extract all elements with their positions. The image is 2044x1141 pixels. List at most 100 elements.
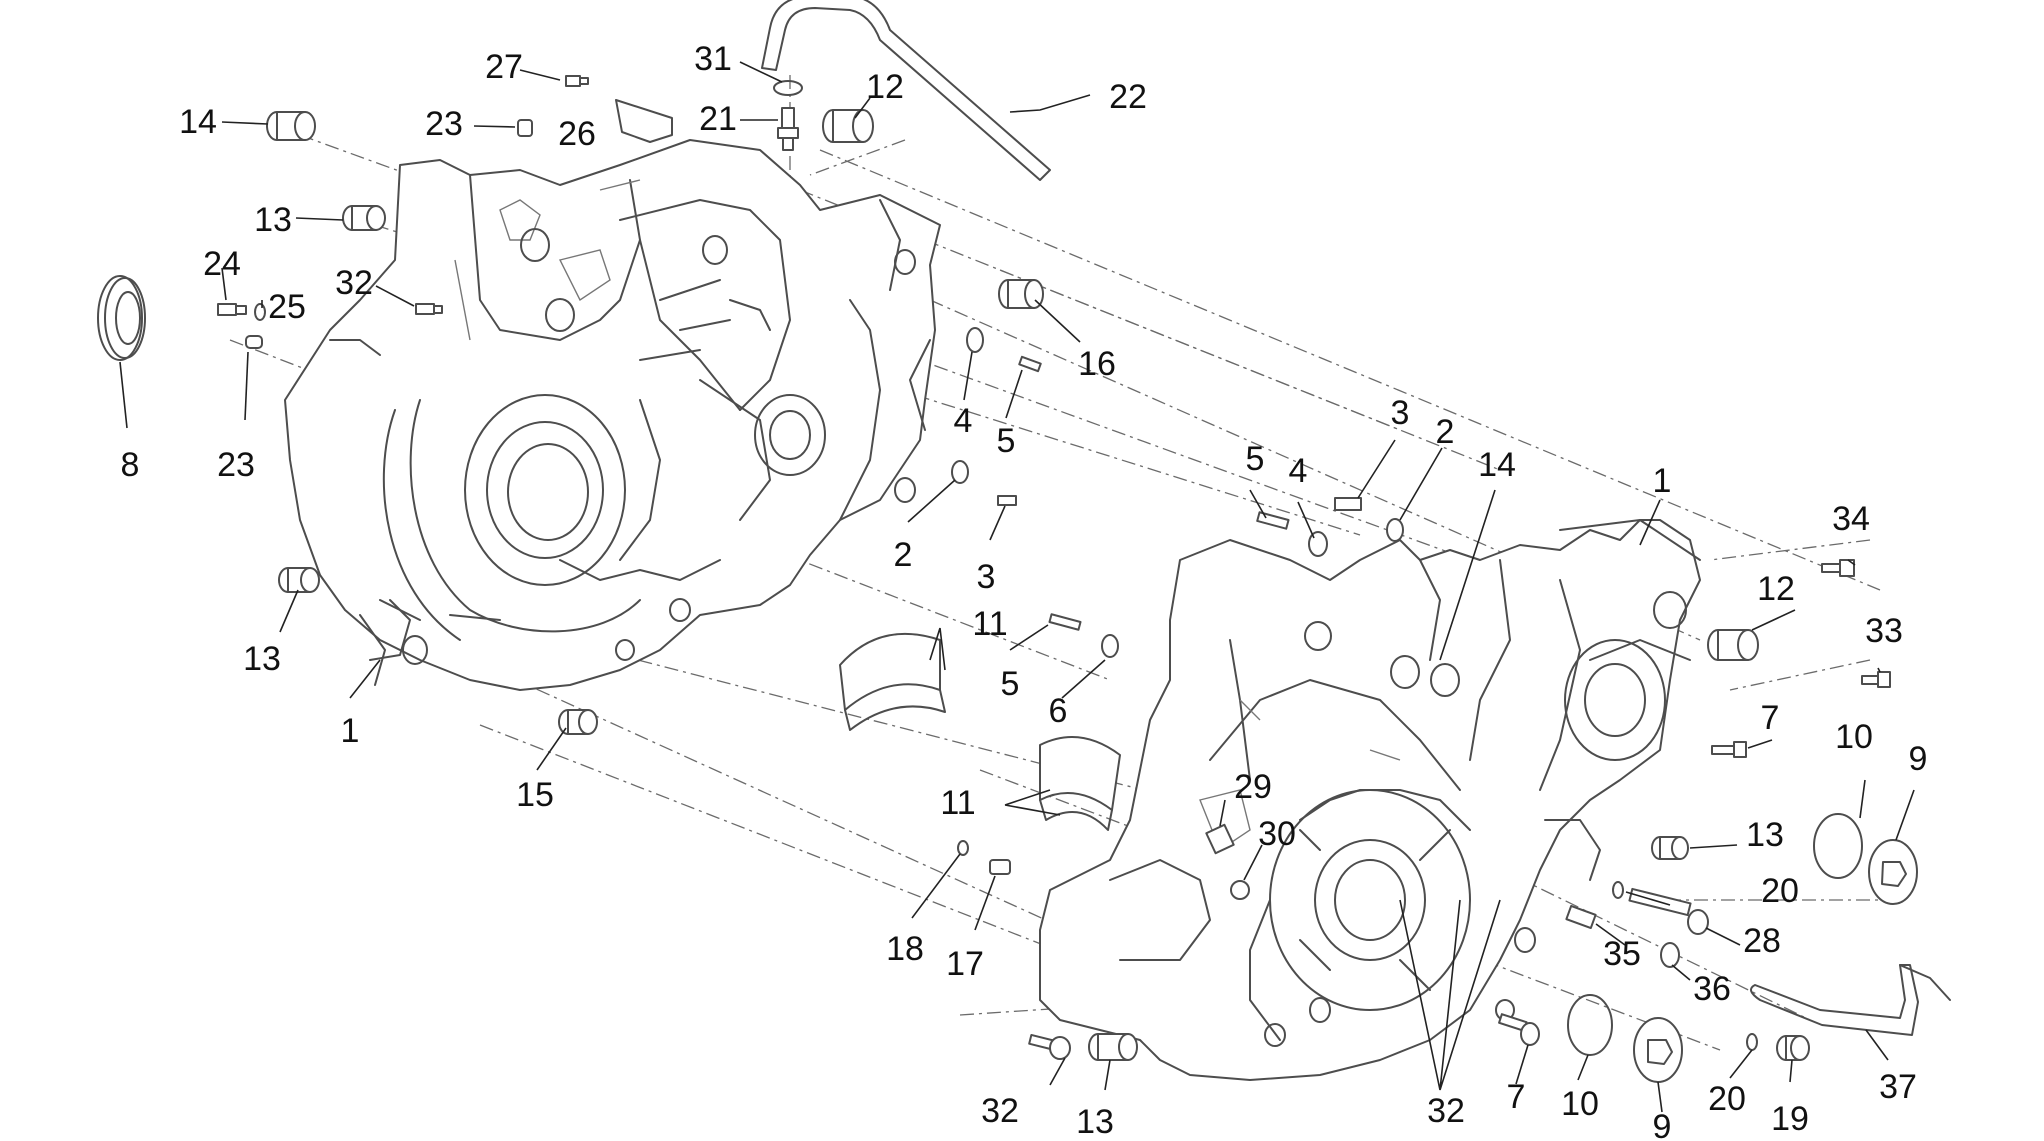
part-13-plug-right — [1651, 836, 1689, 860]
callout-10: 10 — [1561, 1085, 1599, 1123]
part-20-ring-upper — [1612, 881, 1624, 899]
part-33-bolt — [1861, 671, 1891, 688]
part-13-plug-lower — [278, 567, 320, 593]
callout-10: 10 — [1835, 718, 1873, 756]
callout-28: 28 — [1743, 922, 1781, 960]
callout-13: 13 — [1076, 1103, 1114, 1141]
callout-11: 11 — [940, 784, 975, 822]
part-3-bolt-right — [1334, 497, 1362, 511]
callout-22: 22 — [1109, 78, 1147, 116]
part-9-plug-cap-right — [1868, 839, 1918, 905]
callout-26: 26 — [558, 115, 596, 153]
callout-9: 9 — [1653, 1108, 1672, 1141]
part-26-clip — [615, 99, 673, 143]
part-36-cap — [1660, 942, 1680, 968]
callout-5: 5 — [1246, 440, 1265, 478]
part-13-plug-bottom — [1088, 1033, 1138, 1061]
part-10-o-ring-right — [1813, 813, 1863, 879]
callout-18: 18 — [886, 930, 924, 968]
part-7-bolt-bottom — [1498, 1013, 1540, 1046]
callout-25: 25 — [268, 288, 306, 326]
part-16-bushing — [998, 279, 1044, 309]
callout-7: 7 — [1761, 699, 1780, 737]
part-17-dowel — [989, 859, 1011, 875]
callout-37: 37 — [1879, 1068, 1917, 1106]
callout-5: 5 — [1001, 665, 1020, 703]
part-5-bolt-left — [1018, 355, 1042, 373]
part-9-plug-cap-bottom — [1633, 1017, 1683, 1083]
callout-21: 21 — [699, 100, 737, 138]
leader-lines — [119, 61, 1915, 1113]
part-14-plug — [266, 111, 316, 141]
callout-labels: 14 27 23 26 31 21 12 22 13 24 25 32 8 23… — [121, 40, 1928, 1141]
callout-1: 1 — [1653, 462, 1672, 500]
callout-14: 14 — [1478, 446, 1516, 484]
callout-32: 32 — [335, 264, 373, 302]
callout-20: 20 — [1761, 872, 1799, 910]
callout-16: 16 — [1078, 345, 1116, 383]
part-37-hose — [1750, 964, 1951, 1036]
part-32-bolt-top — [415, 303, 443, 315]
part-31-hose-clamp — [773, 80, 803, 96]
callout-34: 34 — [1832, 500, 1870, 538]
part-10-o-ring-bottom — [1567, 994, 1613, 1056]
callout-33: 33 — [1865, 612, 1903, 650]
callout-32: 32 — [981, 1092, 1019, 1130]
callout-1: 1 — [341, 712, 360, 750]
callout-24: 24 — [203, 245, 241, 283]
part-24-bolt — [217, 303, 247, 316]
callout-4: 4 — [954, 402, 973, 440]
part-34-bolt — [1821, 559, 1855, 577]
callout-32: 32 — [1427, 1092, 1465, 1130]
callout-17: 17 — [946, 945, 984, 983]
part-32-bolt-bottom — [1028, 1033, 1071, 1060]
part-23-dowel-left — [245, 335, 263, 349]
part-13-plug-top — [342, 205, 386, 231]
callout-20: 20 — [1708, 1080, 1746, 1118]
callout-19: 19 — [1771, 1100, 1809, 1138]
callout-14: 14 — [179, 103, 217, 141]
part-4-washer-left — [966, 327, 984, 353]
part-5-bolt-middle — [1048, 613, 1082, 631]
part-22-breather-hose — [761, 0, 1051, 181]
part-29-fitting — [1205, 823, 1235, 855]
part-21-breather-fitting — [777, 107, 799, 151]
part-35-fitting — [1565, 904, 1597, 930]
callout-13: 13 — [243, 640, 281, 678]
part-8-oil-seal — [97, 275, 146, 361]
part-7-bolt-right — [1711, 741, 1747, 758]
part-12-plug-right — [1707, 629, 1759, 661]
callout-6: 6 — [1049, 692, 1068, 730]
right-crankcase-half — [1039, 519, 1701, 1081]
part-18-ring — [957, 840, 969, 856]
callout-12: 12 — [866, 68, 904, 106]
callout-3: 3 — [977, 558, 996, 596]
part-6-washer — [1101, 634, 1119, 658]
part-11-bearing-shell-lower — [1039, 736, 1121, 831]
callout-30: 30 — [1258, 815, 1296, 853]
callout-29: 29 — [1234, 768, 1272, 806]
callout-8: 8 — [121, 446, 140, 484]
callout-9: 9 — [1909, 740, 1928, 778]
callout-4: 4 — [1289, 452, 1308, 490]
part-25-ring — [254, 303, 266, 321]
part-12-plug-top — [822, 109, 874, 143]
part-4-washer-right — [1308, 531, 1328, 557]
callout-11: 11 — [972, 605, 1007, 643]
part-2-washer-left — [951, 460, 969, 484]
callout-3: 3 — [1391, 394, 1410, 432]
callout-2: 2 — [1436, 413, 1455, 451]
part-19-plug — [1776, 1035, 1810, 1061]
part-20-ring-lower — [1746, 1033, 1758, 1051]
part-11-bearing-shell-upper — [839, 632, 946, 731]
parts — [97, 0, 1951, 1083]
callout-23: 23 — [217, 446, 255, 484]
callout-7: 7 — [1507, 1078, 1526, 1116]
callout-15: 15 — [516, 776, 554, 814]
part-3-bolt-left — [997, 495, 1017, 506]
callout-13: 13 — [254, 201, 292, 239]
callout-31: 31 — [694, 40, 732, 78]
callout-23: 23 — [425, 105, 463, 143]
callout-12: 12 — [1757, 570, 1795, 608]
part-23-dowel-top — [517, 119, 533, 137]
